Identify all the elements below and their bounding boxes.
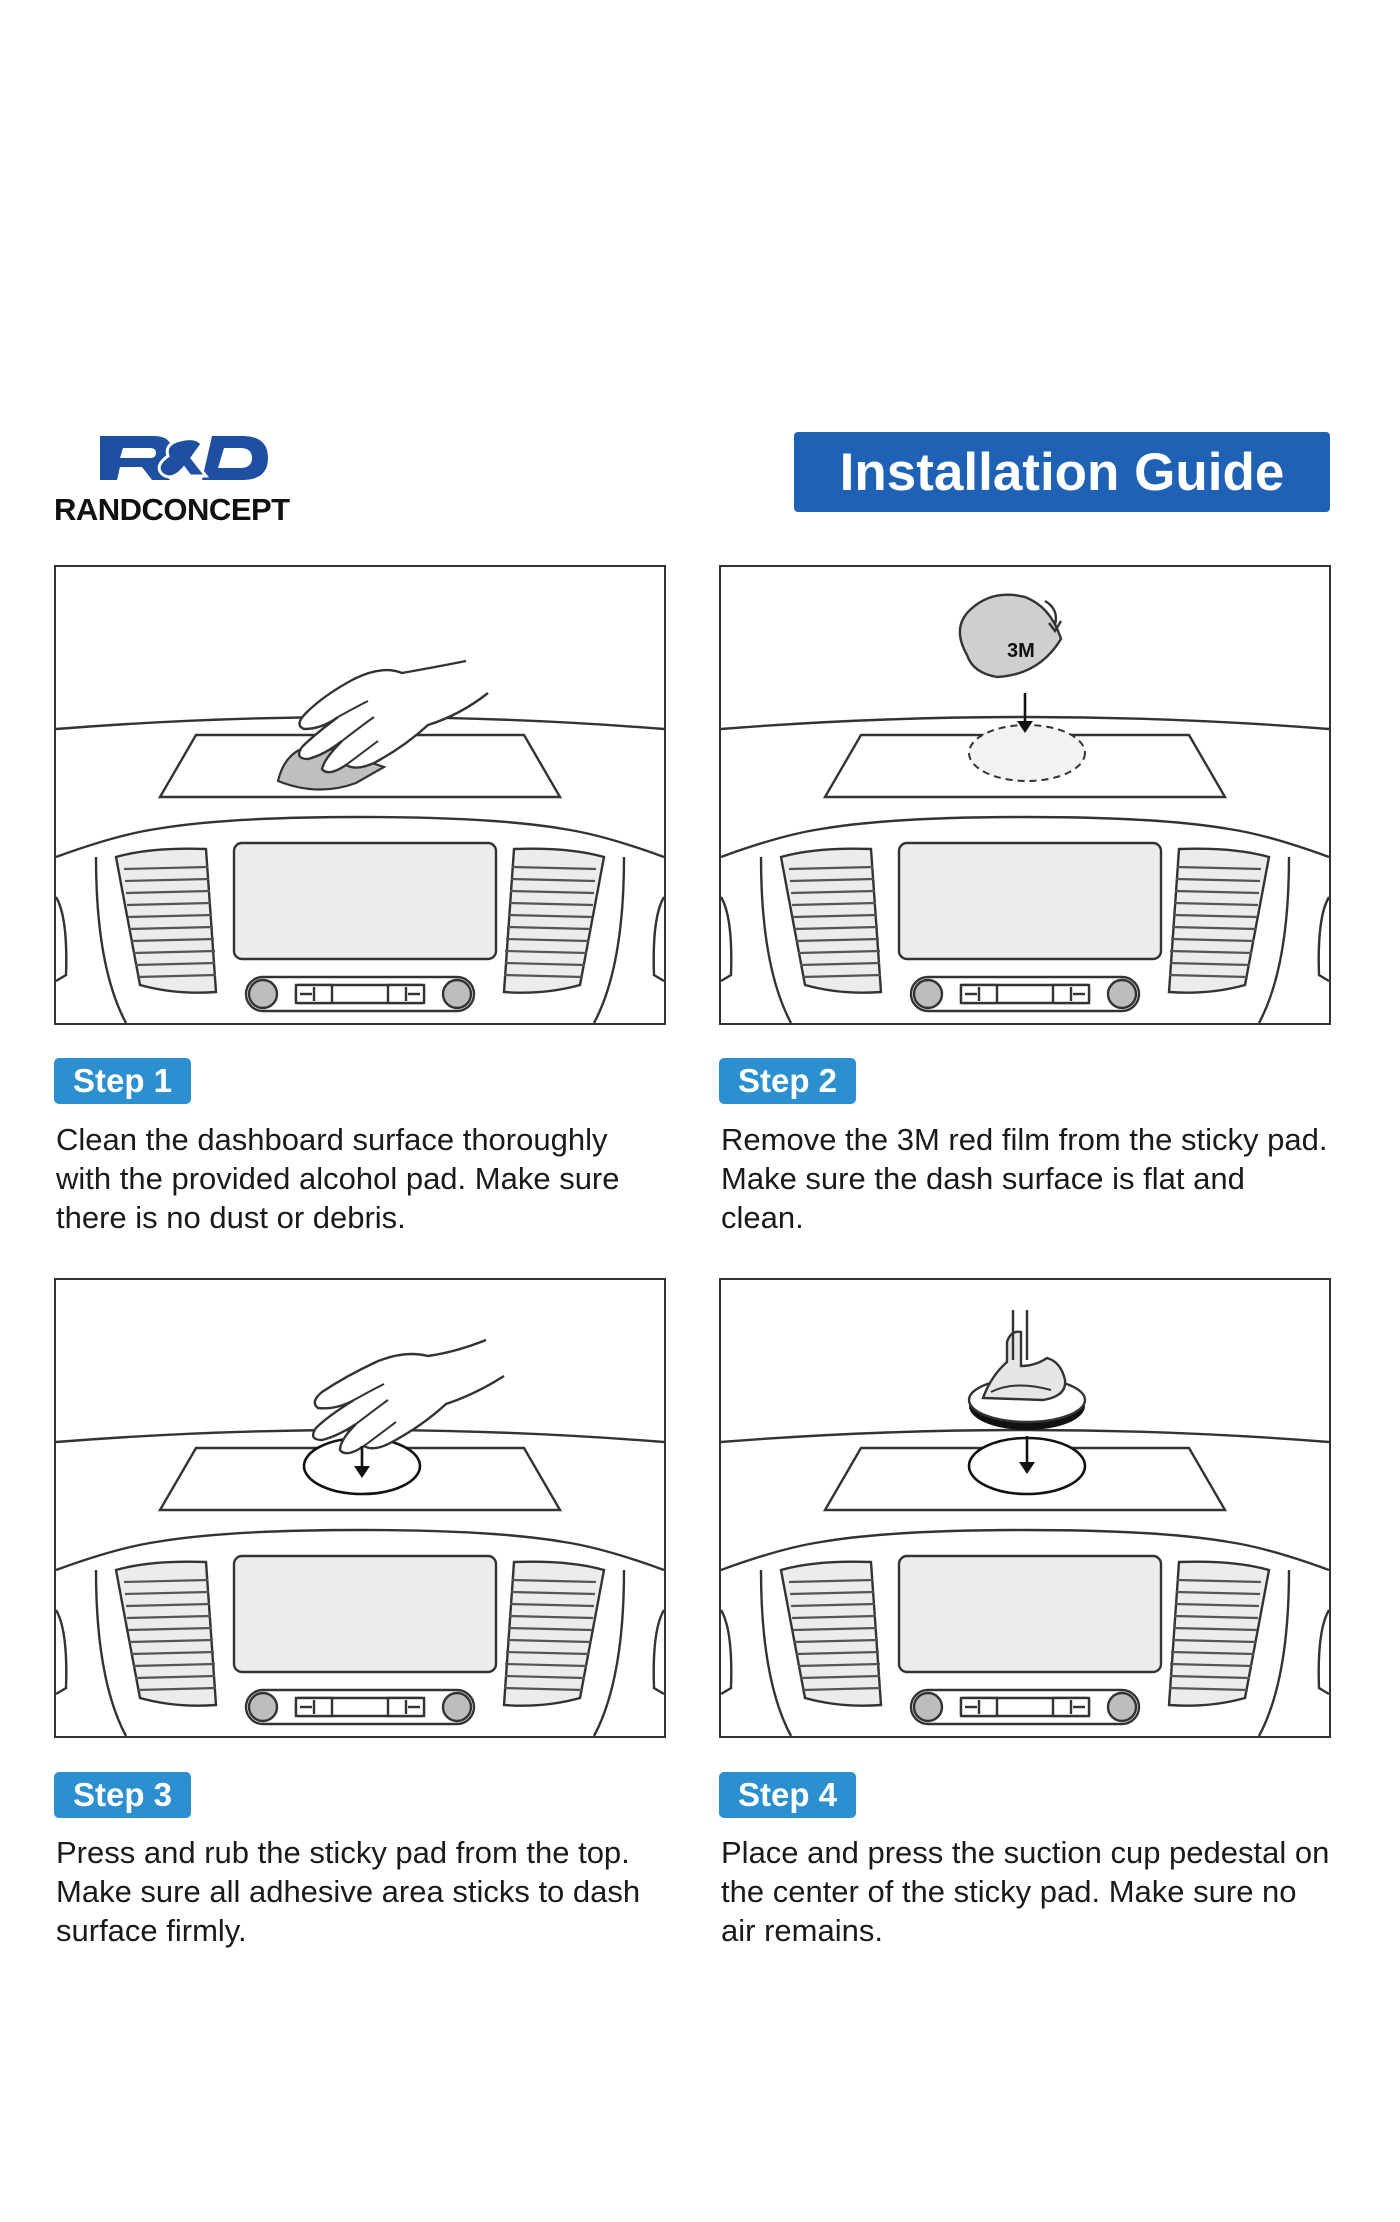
control-panel	[244, 1688, 476, 1726]
step-4-instructions: Place and press the suction cup pedestal…	[721, 1835, 1330, 1948]
infotainment-screen	[897, 841, 1163, 961]
down-arrow-icon	[1019, 1436, 1035, 1474]
control-panel	[909, 1688, 1141, 1726]
control-panel	[244, 975, 476, 1013]
left-air-vent	[114, 847, 218, 994]
right-air-vent	[502, 847, 606, 994]
pad-placement-outline	[968, 724, 1086, 782]
step-1-illustration	[54, 565, 666, 1025]
right-air-vent	[502, 1560, 606, 1707]
left-air-vent	[114, 1560, 218, 1707]
step-2-illustration: 3M	[719, 565, 1331, 1025]
down-arrow-icon	[1017, 693, 1033, 733]
hand-pressing-icon	[311, 1338, 505, 1455]
right-air-vent	[1167, 847, 1271, 994]
left-air-vent	[779, 1560, 883, 1707]
step-3-instructions: Press and rub the sticky pad from the to…	[56, 1835, 641, 1948]
step-2-badge: Step 2	[719, 1058, 857, 1104]
sticky-pad-icon: 3M	[958, 593, 1063, 679]
suction-cup-pedestal-icon	[967, 1310, 1087, 1430]
step-3-badge: Step 3	[54, 1772, 192, 1818]
step-4-illustration	[719, 1278, 1331, 1738]
pad-3m-label: 3M	[1007, 640, 1035, 662]
infotainment-screen	[232, 1554, 498, 1674]
infotainment-screen	[232, 841, 498, 961]
rd-logo-mark	[100, 436, 268, 480]
page-title: Installation Guide	[794, 432, 1330, 512]
infotainment-screen	[897, 1554, 1163, 1674]
step-4-badge: Step 4	[719, 1772, 857, 1818]
right-air-vent	[1167, 1560, 1271, 1707]
control-panel	[909, 975, 1141, 1013]
down-arrow-icon	[354, 1446, 370, 1478]
brand-name: RANDCONCEPT	[54, 492, 290, 527]
step-3-illustration	[54, 1278, 666, 1738]
brand-logo: RANDCONCEPT	[54, 428, 306, 528]
step-1-instructions: Clean the dashboard surface thoroughly w…	[56, 1122, 620, 1235]
hand-wiping-icon	[276, 659, 489, 791]
step-1-badge: Step 1	[54, 1058, 192, 1104]
left-air-vent	[779, 847, 883, 994]
step-2-instructions: Remove the 3M red film from the sticky p…	[721, 1122, 1328, 1235]
